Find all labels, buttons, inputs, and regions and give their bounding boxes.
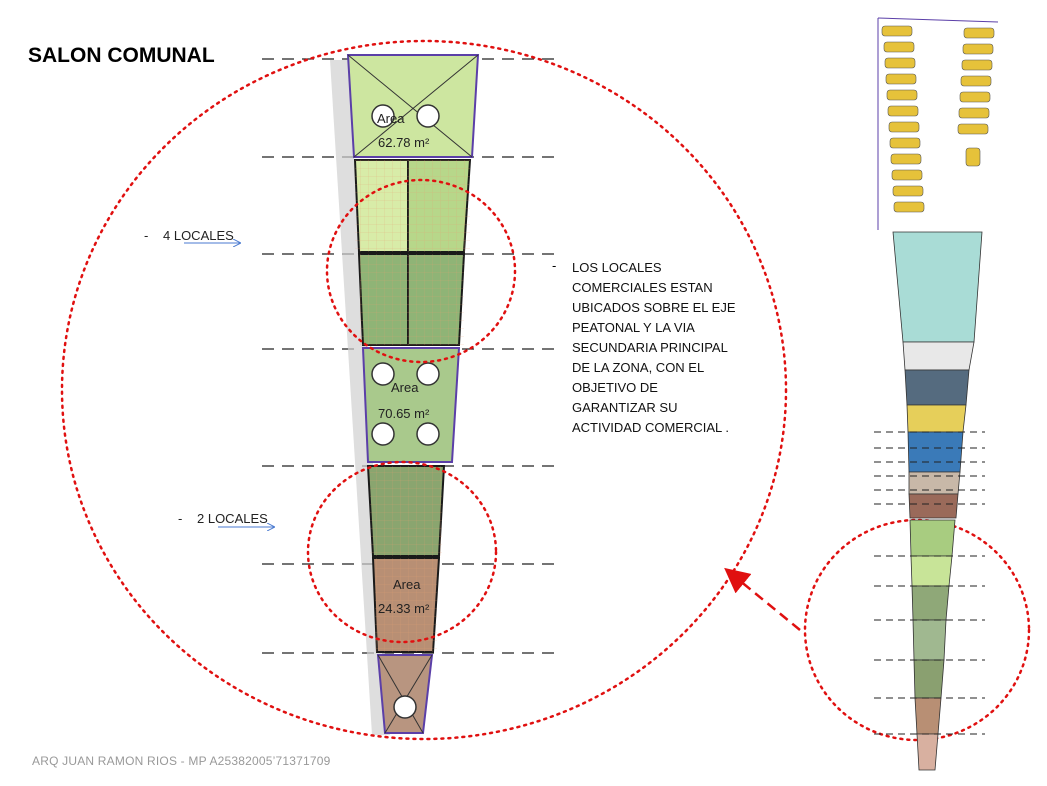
area-1-value: 62.78 m² (378, 135, 430, 150)
description-note: LOS LOCALES COMERCIALES ESTAN UBICADOS S… (572, 258, 747, 438)
two-locales-dash: - (178, 511, 183, 526)
note-line: SECUNDARIA PRINCIPAL (572, 340, 728, 355)
four-locales-label: 4 LOCALES (163, 228, 234, 243)
note-line: PEATONAL Y LA VIA (572, 320, 695, 335)
page-title: SALON COMUNAL (28, 44, 215, 67)
four-locales-circle (325, 178, 517, 364)
area-3-label: Area (393, 577, 421, 592)
note-line: UBICADOS SOBRE EL EJE (572, 300, 736, 315)
four-locales-dash: - (144, 228, 149, 243)
area-2-value: 70.65 m² (378, 406, 430, 421)
two-locales-label: 2 LOCALES (197, 511, 268, 526)
two-locales-circle (306, 460, 498, 644)
footer-credit: ARQ JUAN RAMON RIOS - MP A25382005’71371… (32, 754, 331, 768)
area-1-label: Area (377, 111, 405, 126)
building-plan (346, 54, 480, 734)
parking-cars (881, 25, 995, 213)
note-line: COMERCIALES ESTAN (572, 280, 713, 295)
note-dash: - (552, 258, 557, 273)
note-line: GARANTIZAR SU (572, 400, 678, 415)
pointer-arrow (724, 567, 801, 631)
note-line: OBJETIVO DE (572, 380, 658, 395)
area-3-value: 24.33 m² (378, 601, 430, 616)
large-highlight-circle (60, 39, 788, 741)
note-line: ACTIVIDAD COMERCIAL . (572, 420, 729, 435)
area-2-label: Area (391, 380, 419, 395)
note-line: DE LA ZONA, CON EL (572, 360, 705, 375)
site-minimap (874, 17, 999, 771)
note-line: LOS LOCALES (572, 260, 662, 275)
table-icons (371, 104, 440, 719)
salon-bottom-room (376, 654, 434, 734)
